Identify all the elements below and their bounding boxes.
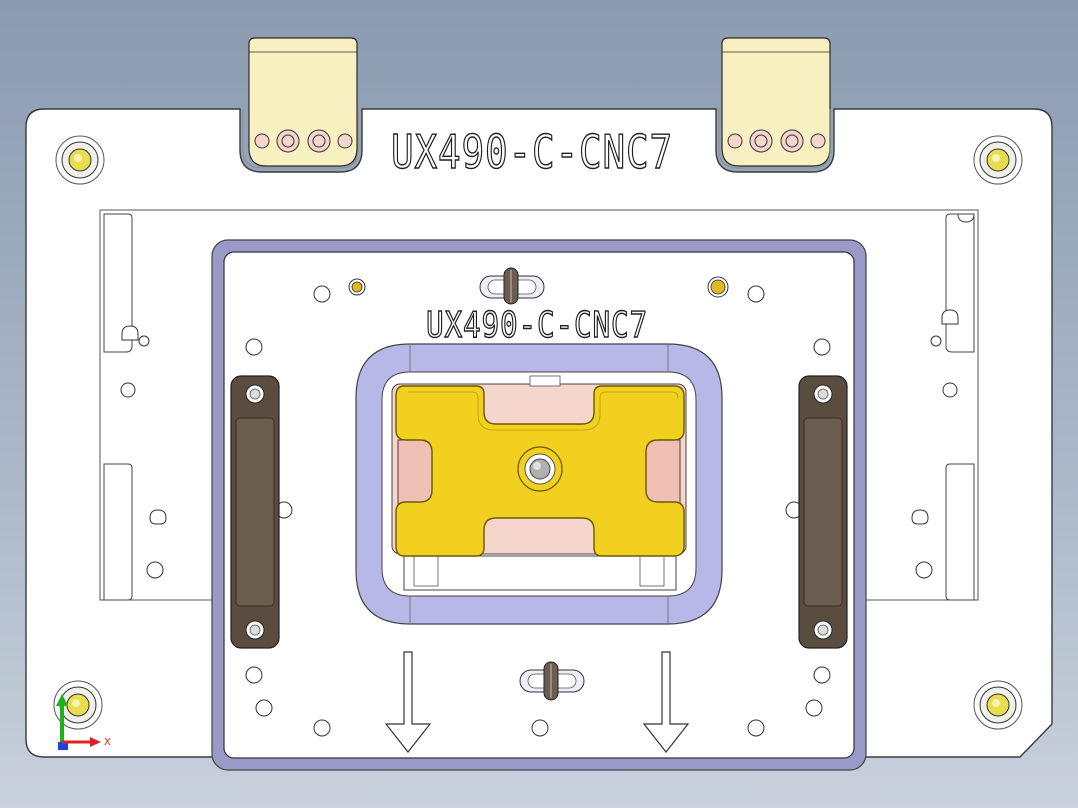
bracket-left[interactable] bbox=[248, 37, 358, 167]
arrow-down-left bbox=[384, 651, 432, 753]
handle-left[interactable] bbox=[230, 375, 280, 649]
chip-nest[interactable] bbox=[395, 385, 685, 557]
locating-pin-bottom-left bbox=[53, 680, 103, 730]
base-plate-label: UX490-C-CNC7 bbox=[391, 125, 673, 179]
locating-pin-top-right bbox=[973, 135, 1023, 185]
locating-pin-top-left bbox=[55, 135, 105, 185]
locating-pin-bottom-right bbox=[973, 680, 1023, 730]
insert-plate-label: UX490-C-CNC7 bbox=[426, 305, 648, 346]
z-axis-icon bbox=[58, 742, 68, 750]
bracket-right[interactable] bbox=[721, 37, 831, 167]
arrow-down-right bbox=[642, 651, 690, 753]
axis-triad[interactable]: X bbox=[56, 694, 111, 750]
x-axis-label: X bbox=[104, 737, 111, 748]
handle-right[interactable] bbox=[798, 375, 848, 649]
